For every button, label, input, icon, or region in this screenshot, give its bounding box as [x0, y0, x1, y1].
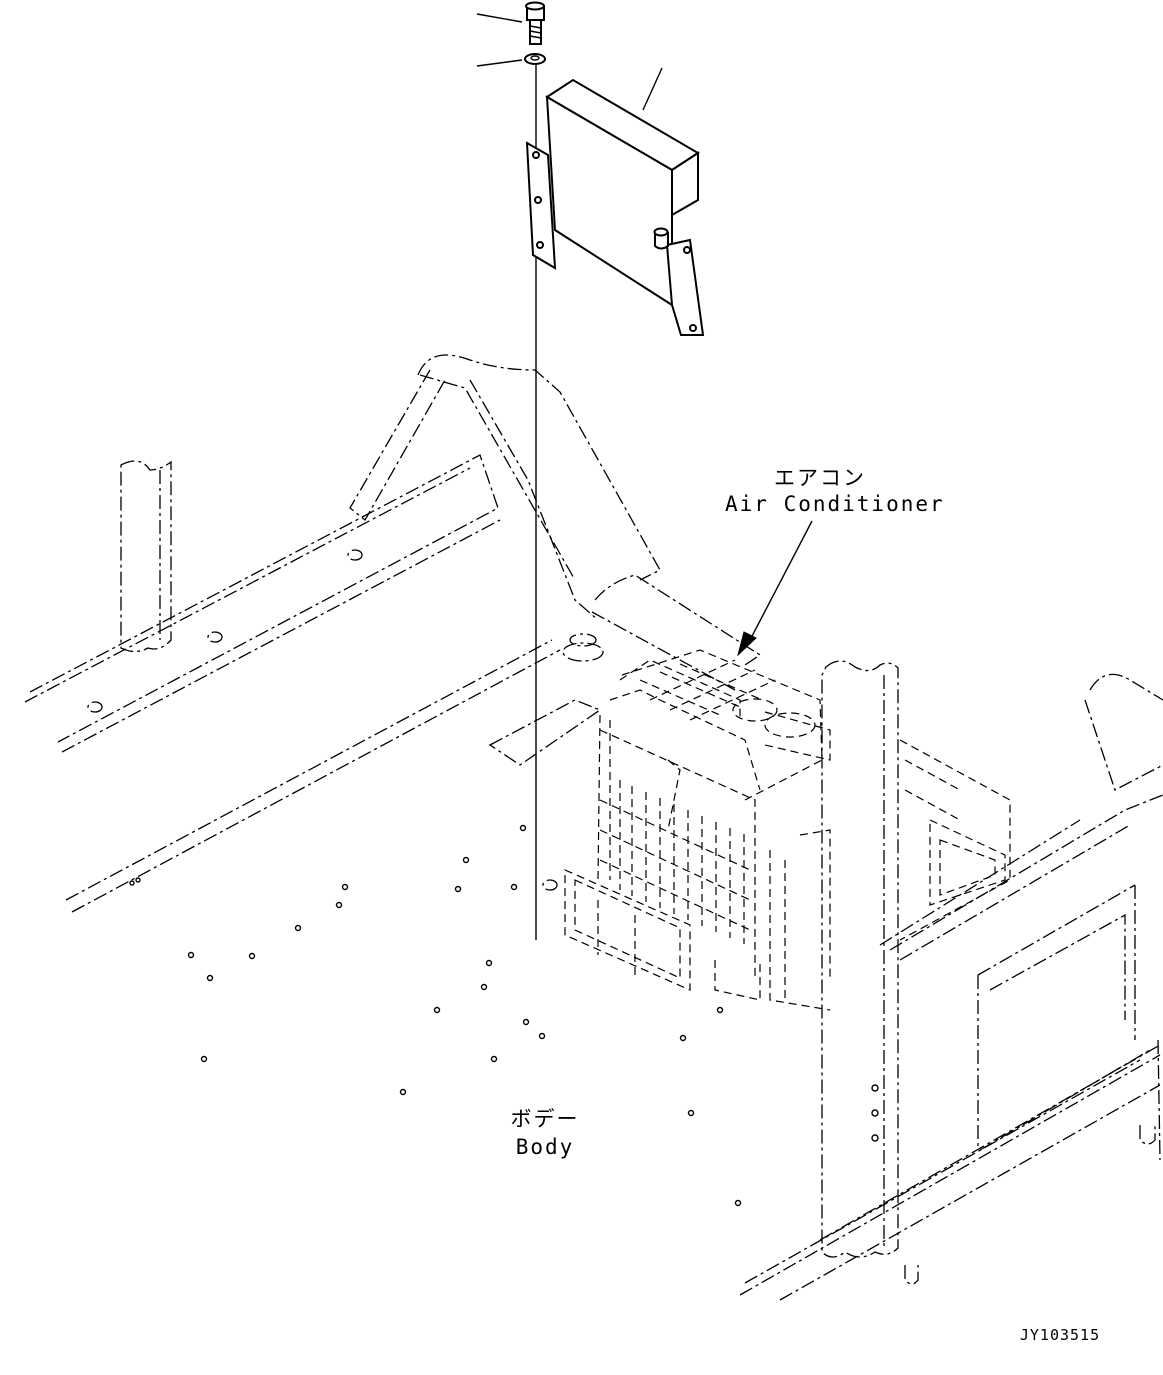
air-conditioner-label-ja: エアコン [774, 466, 866, 490]
bolt [476, 1, 545, 45]
body-label-en: Body [515, 1135, 575, 1159]
body-frame [24, 354, 1163, 1301]
air-conditioner-leader [737, 520, 813, 657]
body-label-ja: ボデー [510, 1107, 580, 1131]
drawing-id: JY103515 [1019, 1326, 1101, 1344]
washer [476, 53, 546, 67]
cover-bracket [525, 67, 705, 336]
air-conditioner-unit [564, 649, 1011, 1011]
air-conditioner-label-en: Air Conditioner [725, 492, 945, 516]
